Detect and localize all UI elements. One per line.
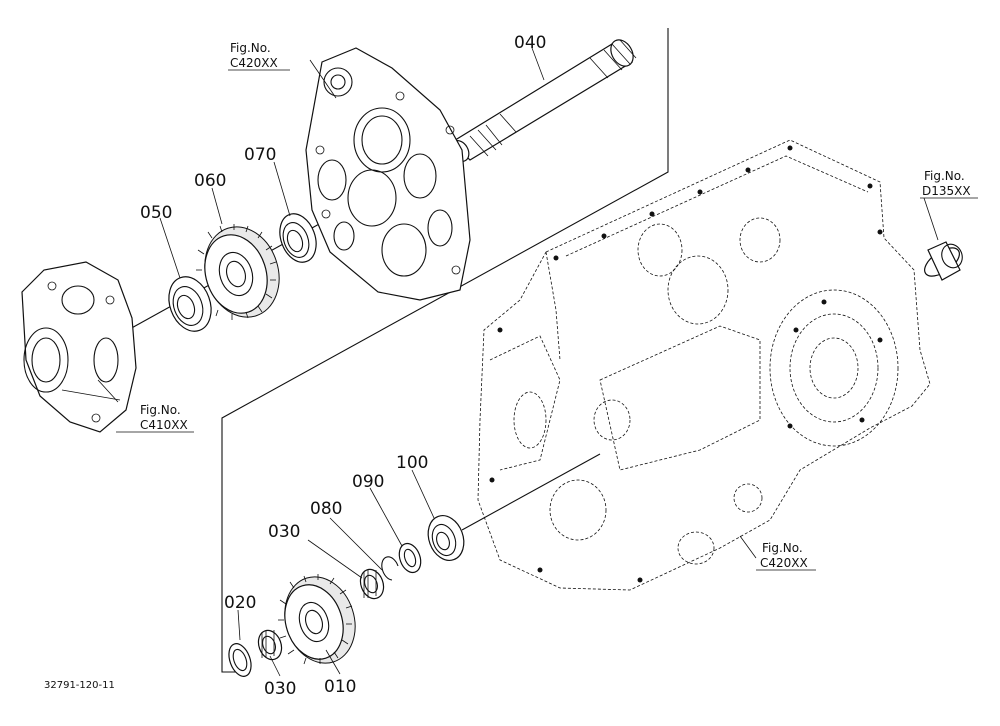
- gear-060: [195, 224, 280, 320]
- fig-ref-c410-line1: Fig.No.: [140, 403, 181, 417]
- needle-bearing-030-upper: [359, 568, 385, 600]
- bushing-d135: [924, 241, 963, 281]
- part-label-080: 080: [310, 499, 342, 519]
- part-label-090: 090: [352, 472, 384, 492]
- fig-ref-c410-line2: C410XX: [140, 418, 188, 432]
- fig-ref-d135-line2: D135XX: [922, 184, 971, 198]
- fig-ref-c420-top-line2: C420XX: [230, 56, 278, 70]
- part-label-040: 040: [514, 33, 546, 53]
- gear-case-cover: [305, 47, 471, 301]
- front-housing: [21, 261, 137, 433]
- washer-090: [398, 542, 422, 574]
- part-labels: 040 070 060 050 100 090 080 030 020 030 …: [140, 33, 546, 699]
- part-label-010: 010: [324, 677, 356, 697]
- leader-lines: [97, 47, 978, 677]
- figure-references: Fig.No. C420XX Fig.No. C410XX Fig.No. D1…: [140, 41, 971, 570]
- fig-ref-d135-line1: Fig.No.: [924, 169, 965, 183]
- fig-ref-c420-top-line1: Fig.No.: [230, 41, 271, 55]
- transmission-case: [477, 139, 931, 591]
- snap-ring-080: [381, 556, 399, 581]
- needle-bearing-030-lower: [257, 629, 283, 661]
- bearing-050: [168, 276, 212, 332]
- bearing-070: [279, 213, 317, 263]
- bearing-100: [427, 515, 465, 561]
- gear-010: [278, 574, 356, 665]
- fig-ref-c420-bottom-line2: C420XX: [760, 556, 808, 570]
- part-label-030-upper: 030: [268, 522, 300, 542]
- part-label-020: 020: [224, 593, 256, 613]
- fig-ref-c420-bottom-line1: Fig.No.: [762, 541, 803, 555]
- part-label-100: 100: [396, 453, 428, 473]
- part-label-070: 070: [244, 145, 276, 165]
- part-label-030-lower: 030: [264, 679, 296, 699]
- drawing-id: 32791-120-11: [44, 680, 115, 691]
- thrust-washer-020: [228, 643, 252, 677]
- part-label-050: 050: [140, 203, 172, 223]
- shaft-040: [450, 39, 637, 162]
- part-label-060: 060: [194, 171, 226, 191]
